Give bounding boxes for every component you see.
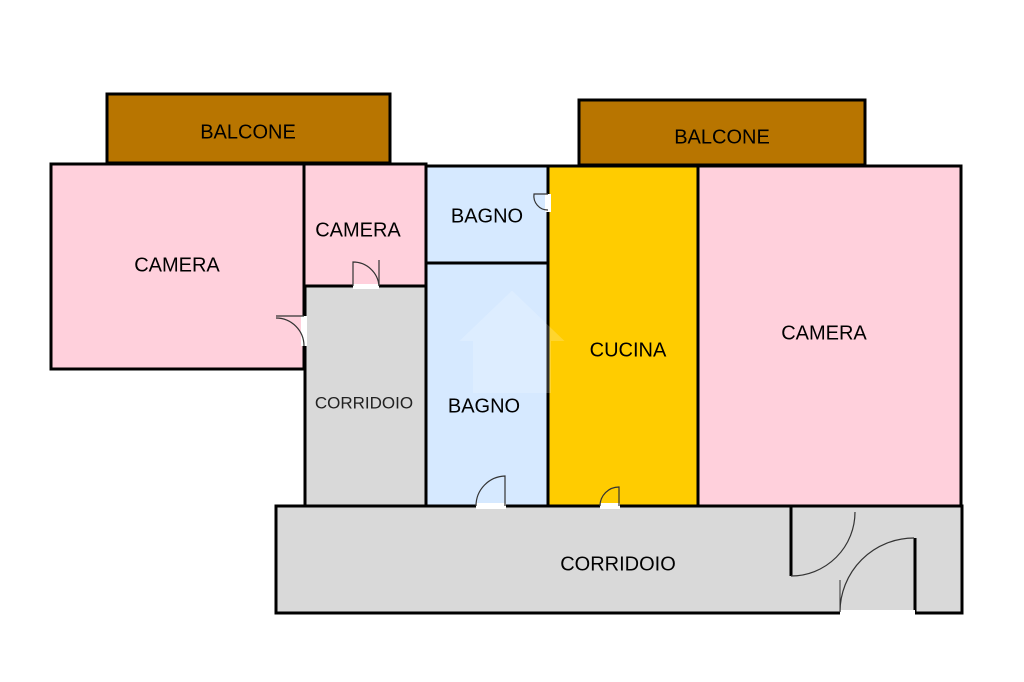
door-gap-camera-small xyxy=(353,284,379,289)
label-bagno-top: BAGNO xyxy=(451,205,523,227)
balcony-left xyxy=(105,92,392,165)
label-balcone-right: BALCONE xyxy=(674,126,770,148)
label-corridoio-vertical: CORRIDOIO xyxy=(315,393,413,412)
watermark-logo xyxy=(459,290,565,393)
door-swing-cucina xyxy=(599,486,620,507)
label-camera-left: CAMERA xyxy=(134,254,220,276)
door-swing-bagno-bottom xyxy=(475,475,506,507)
label-camera-small: CAMERA xyxy=(315,219,401,241)
door-gap-camera-left xyxy=(301,316,307,346)
label-camera-right: CAMERA xyxy=(781,322,867,344)
balcony-right xyxy=(577,98,867,167)
door-swing-entrance-inner xyxy=(790,511,856,577)
label-cucina: CUCINA xyxy=(590,339,667,361)
door-gap-bagno-top xyxy=(545,194,551,212)
door-gap-bagno-bottom xyxy=(476,503,506,509)
label-bagno-bottom: BAGNO xyxy=(448,395,520,417)
room-camera-right xyxy=(696,164,963,508)
door-gap-cucina xyxy=(600,503,620,509)
label-corridoio-bottom: CORRIDOIO xyxy=(560,553,676,575)
door-swing-entrance-main xyxy=(839,537,915,613)
door-swing-bagno-top xyxy=(533,193,549,211)
room-camera-left xyxy=(49,162,306,371)
door-gap-entrance xyxy=(840,610,915,616)
room-cucina xyxy=(546,164,700,508)
label-balcone-left: BALCONE xyxy=(200,121,296,143)
door-swing-camera-left xyxy=(275,315,305,347)
door-swing-camera-small xyxy=(352,261,380,287)
room-corridoio-bottom xyxy=(274,504,964,615)
